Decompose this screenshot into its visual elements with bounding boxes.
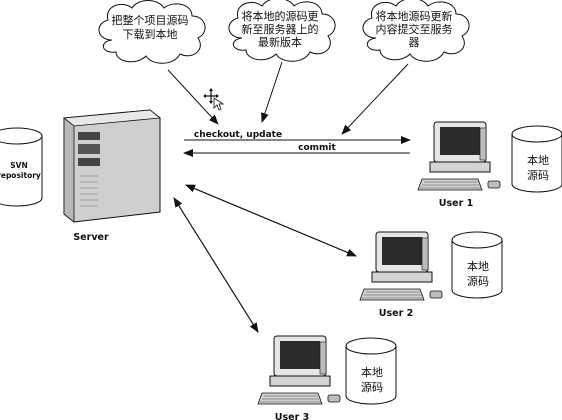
svn-repository: SVN repository — [0, 127, 43, 207]
user3-store-line-2: 源码 — [361, 380, 383, 394]
repository-label-line-2: repository — [0, 171, 41, 180]
cloud-update-line-3: 最新版本 — [258, 35, 302, 49]
user3-label: User 3 — [275, 412, 309, 420]
user1-label: User 1 — [439, 198, 473, 209]
cloud-update-pointer — [261, 61, 283, 123]
cloud-commit-line-2: 内容提交至服务 — [376, 22, 453, 36]
move-cursor-icon — [203, 88, 225, 111]
user1-store-line-2: 源码 — [527, 168, 549, 182]
cloud-download-line-1: 把整个项目源码 — [112, 13, 189, 27]
server-tower-icon — [62, 109, 162, 223]
cloud-download: 把整个项目源码 下载到本地 — [98, 0, 206, 64]
user1-computer-icon — [417, 121, 501, 191]
cloud-update: 将本地的源码更 新至服务器上的 最新版本 — [228, 0, 336, 62]
cloud-commit-line-1: 将本地源码更新 — [376, 9, 453, 23]
server-label: Server — [73, 232, 109, 243]
user1-store-line-1: 本地 — [527, 153, 549, 167]
user2-label: User 2 — [379, 308, 413, 319]
commit-label: commit — [298, 143, 336, 153]
user3-local-store: 本地 源码 — [345, 337, 397, 405]
user2-computer-icon — [359, 231, 443, 301]
user2-store-line-1: 本地 — [467, 259, 489, 273]
checkout-label: checkout, update — [194, 130, 282, 140]
cloud-download-line-2: 下载到本地 — [123, 27, 178, 41]
user2-store-line-2: 源码 — [467, 274, 489, 288]
server-user2-link — [185, 184, 357, 257]
user3-computer-icon — [257, 335, 341, 405]
cloud-commit-pointer — [341, 63, 409, 135]
repository-label-line-1: SVN — [10, 161, 27, 170]
server-user3-link — [173, 197, 259, 333]
user1-local-store: 本地 源码 — [511, 125, 562, 193]
cloud-commit: 将本地源码更新 内容提交至服务 器 — [362, 0, 470, 62]
cloud-update-line-1: 将本地的源码更 — [242, 9, 319, 23]
cloud-update-line-2: 新至服务器上的 — [242, 22, 319, 36]
user3-store-line-1: 本地 — [361, 365, 383, 379]
user2-local-store: 本地 源码 — [451, 231, 503, 299]
cloud-commit-line-3: 器 — [409, 36, 420, 49]
cloud-download-pointer — [167, 69, 219, 125]
